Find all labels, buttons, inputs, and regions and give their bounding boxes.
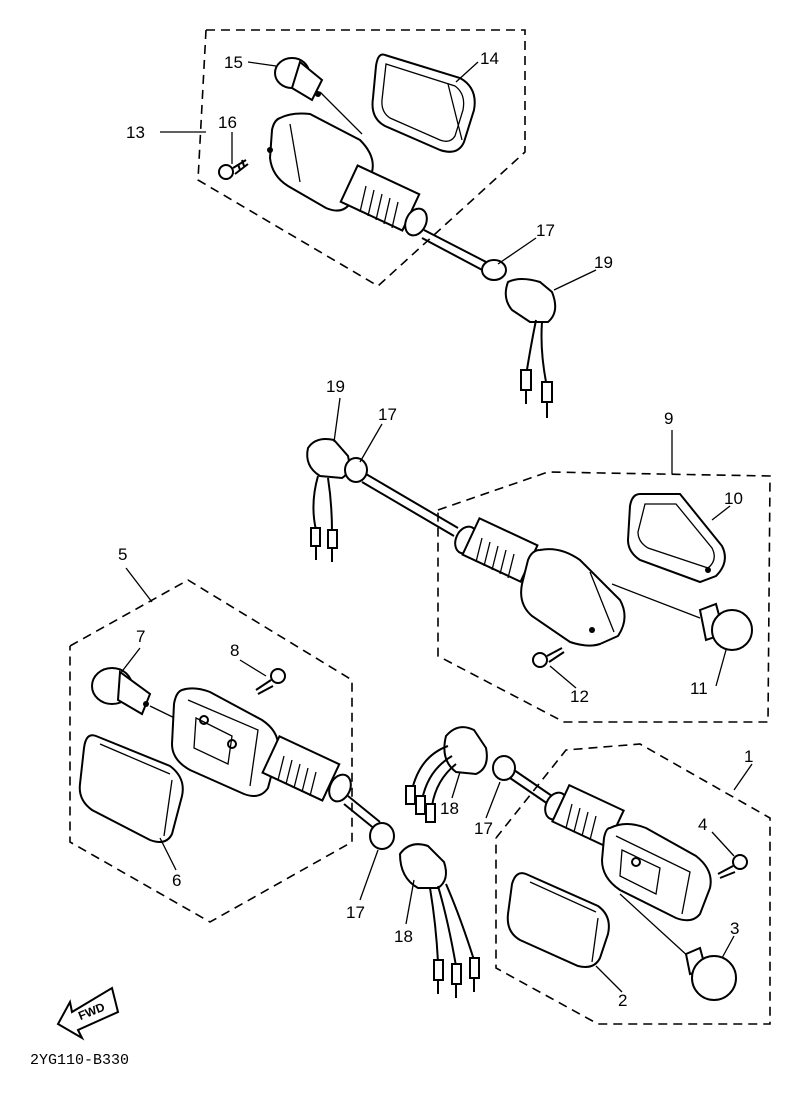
- boot-19-middle: [306, 438, 368, 562]
- grommet-17-lower-right: [492, 755, 516, 781]
- callout-1: 1: [744, 747, 753, 766]
- lens-2: [506, 872, 610, 968]
- callout-12: 12: [570, 687, 589, 706]
- callout-3: 3: [730, 919, 739, 938]
- callout-5: 5: [118, 545, 127, 564]
- assembly-1-rear-turn-signal: [405, 726, 771, 1025]
- callout-10: 10: [724, 489, 743, 508]
- grommet-17-top: [481, 259, 507, 281]
- boot-19-top: [504, 278, 557, 418]
- callout-13: 13: [126, 123, 145, 142]
- callout-18: 18: [440, 799, 459, 818]
- leader-lines: [119, 61, 753, 993]
- callout-17: 17: [474, 819, 493, 838]
- callout-2: 2: [618, 991, 627, 1010]
- lens-14: [371, 53, 476, 153]
- callout-8: 8: [230, 641, 239, 660]
- bulb-15: [274, 57, 363, 135]
- callout-19: 19: [326, 377, 345, 396]
- boot-18-lower-left: [398, 843, 480, 998]
- callout-16: 16: [218, 113, 237, 132]
- housing-13: [268, 112, 491, 273]
- callout-9: 9: [664, 409, 673, 428]
- lens-6: [78, 734, 184, 843]
- callout-17: 17: [536, 221, 555, 240]
- callout-labels: 13 15 14 16 17 19 19 17 9 10 12 11 5 7 8…: [118, 49, 753, 1010]
- lens-10: [626, 493, 726, 584]
- drawing-code: 2YG110-B330: [30, 1052, 129, 1069]
- callout-19: 19: [594, 253, 613, 272]
- screw-4: [717, 854, 748, 879]
- screw-8: [255, 668, 286, 695]
- assembly-9-turn-signal: [306, 438, 771, 723]
- screw-12: [532, 647, 565, 668]
- assembly-13-front-turn-signal: [197, 29, 557, 418]
- callout-18: 18: [394, 927, 413, 946]
- housing-9: [454, 517, 626, 647]
- callout-7: 7: [136, 627, 145, 646]
- callout-4: 4: [698, 815, 707, 834]
- boot-18-lower-right: [405, 726, 488, 823]
- housing-1: [544, 783, 712, 959]
- callout-6: 6: [172, 871, 181, 890]
- grommet-17-lower-left: [369, 822, 395, 850]
- callout-17: 17: [346, 903, 365, 922]
- forward-arrow-icon: FWD: [56, 986, 120, 1041]
- bulb-3: [684, 946, 737, 1001]
- callout-17: 17: [378, 405, 397, 424]
- callout-15: 15: [224, 53, 243, 72]
- bulb-11: [611, 583, 753, 651]
- callout-14: 14: [480, 49, 499, 68]
- housing-5: [170, 687, 381, 831]
- assembly-5-rear-turn-signal: [69, 579, 381, 923]
- callout-11: 11: [690, 679, 708, 698]
- screw-16: [218, 147, 273, 180]
